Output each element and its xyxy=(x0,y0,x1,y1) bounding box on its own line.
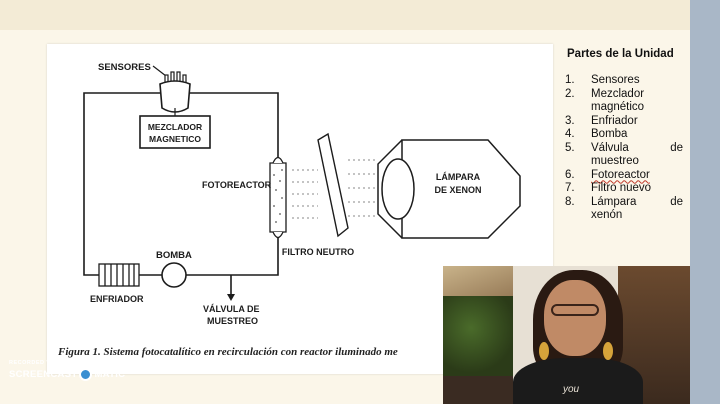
list-item-text: Fotoreactor xyxy=(591,168,650,181)
label-lampara-2: DE XENON xyxy=(434,185,481,195)
watermark-recorded-with: RECORDED WITH xyxy=(9,360,63,366)
list-item-text: Filtro nuevo xyxy=(591,182,652,194)
label-mezclador-1: MEZCLADOR xyxy=(148,122,202,132)
presenter-glasses xyxy=(551,304,599,316)
list-item: 7. Filtro nuevo xyxy=(561,182,683,196)
slide-top-band xyxy=(0,0,720,30)
list-item-text: Lámpara de xenón xyxy=(591,195,683,222)
label-valvula-1: VÁLVULA DE xyxy=(203,304,260,314)
webcam-overlay: you xyxy=(443,266,690,404)
label-sensores: SENSORES xyxy=(98,62,151,73)
label-lampara-1: LÁMPARA xyxy=(436,172,481,182)
shirt-text: you xyxy=(563,384,580,395)
fotoreactor-dots xyxy=(273,169,283,223)
watermark-name-right: MATIC xyxy=(94,369,126,380)
list-item-number: 5. xyxy=(565,141,575,154)
presenter-body xyxy=(513,358,643,404)
list-item-text: Bomba xyxy=(591,128,628,140)
figure-caption: Figura 1. Sistema fotocatalítico en reci… xyxy=(58,346,398,358)
list-item: 1. Sensores xyxy=(561,74,683,88)
list-item-number: 2. xyxy=(565,87,575,100)
label-enfriador: ENFRIADOR xyxy=(90,294,144,304)
screencast-logo-icon xyxy=(79,368,93,381)
valve-arrow xyxy=(227,294,235,301)
parts-list-panel: Partes de la Unidad 1. Sensores 2. Mezclad… xyxy=(561,44,683,223)
label-valvula-2: MUESTREO xyxy=(207,316,258,326)
fotoreactor xyxy=(269,156,287,239)
presenter-face xyxy=(544,280,606,356)
list-item-number: 6. xyxy=(565,168,575,181)
parts-list: 1. Sensores 2. Mezclador magnético 3. Enfri… xyxy=(561,74,683,223)
screencast-watermark: RECORDED WITH SCREENCAST MATIC xyxy=(9,360,125,381)
presenter-earring-right xyxy=(603,342,613,360)
parts-list-title: Partes de la Unidad xyxy=(567,48,674,60)
slide-right-edge xyxy=(690,0,720,404)
list-item: 6. Fotoreactor xyxy=(561,169,683,183)
list-item-text: Sensores xyxy=(591,74,640,86)
recirculation-loop xyxy=(83,92,279,296)
filtro-neutro xyxy=(317,132,349,238)
watermark-logo-row: SCREENCAST MATIC xyxy=(9,368,125,381)
list-item: 4. Bomba xyxy=(561,128,683,142)
label-filtro-neutro: FILTRO NEUTRO xyxy=(282,247,354,257)
watermark-name-left: SCREENCAST xyxy=(9,369,78,380)
list-item-text: Mezclador magnético xyxy=(591,87,645,114)
list-item-number: 8. xyxy=(565,195,575,208)
list-item: 2. Mezclador magnético xyxy=(561,88,683,115)
list-item-number: 4. xyxy=(565,128,575,140)
presenter-earring-left xyxy=(539,342,549,360)
light-rays xyxy=(292,159,378,219)
list-item: 8. Lámpara de xenón xyxy=(561,196,683,223)
list-item-number: 3. xyxy=(565,114,575,127)
label-mezclador-2: MAGNETICO xyxy=(149,134,201,144)
label-fotoreactor: FOTOREACTOR xyxy=(202,180,272,190)
bomba xyxy=(161,262,187,288)
mezclador-box xyxy=(139,115,211,149)
list-item: 3. Enfriador xyxy=(561,115,683,129)
list-item-text: Válvula de muestreo xyxy=(591,141,683,168)
webcam-plant xyxy=(443,296,513,376)
lampara-xenon xyxy=(377,139,521,239)
sensors xyxy=(152,65,191,116)
label-bomba: BOMBA xyxy=(156,250,192,261)
list-item-number: 1. xyxy=(565,74,575,86)
list-item: 5. Válvula de muestreo xyxy=(561,142,683,169)
list-item-number: 7. xyxy=(565,182,575,194)
enfriador xyxy=(98,263,140,287)
list-item-text: Enfriador xyxy=(591,114,638,127)
